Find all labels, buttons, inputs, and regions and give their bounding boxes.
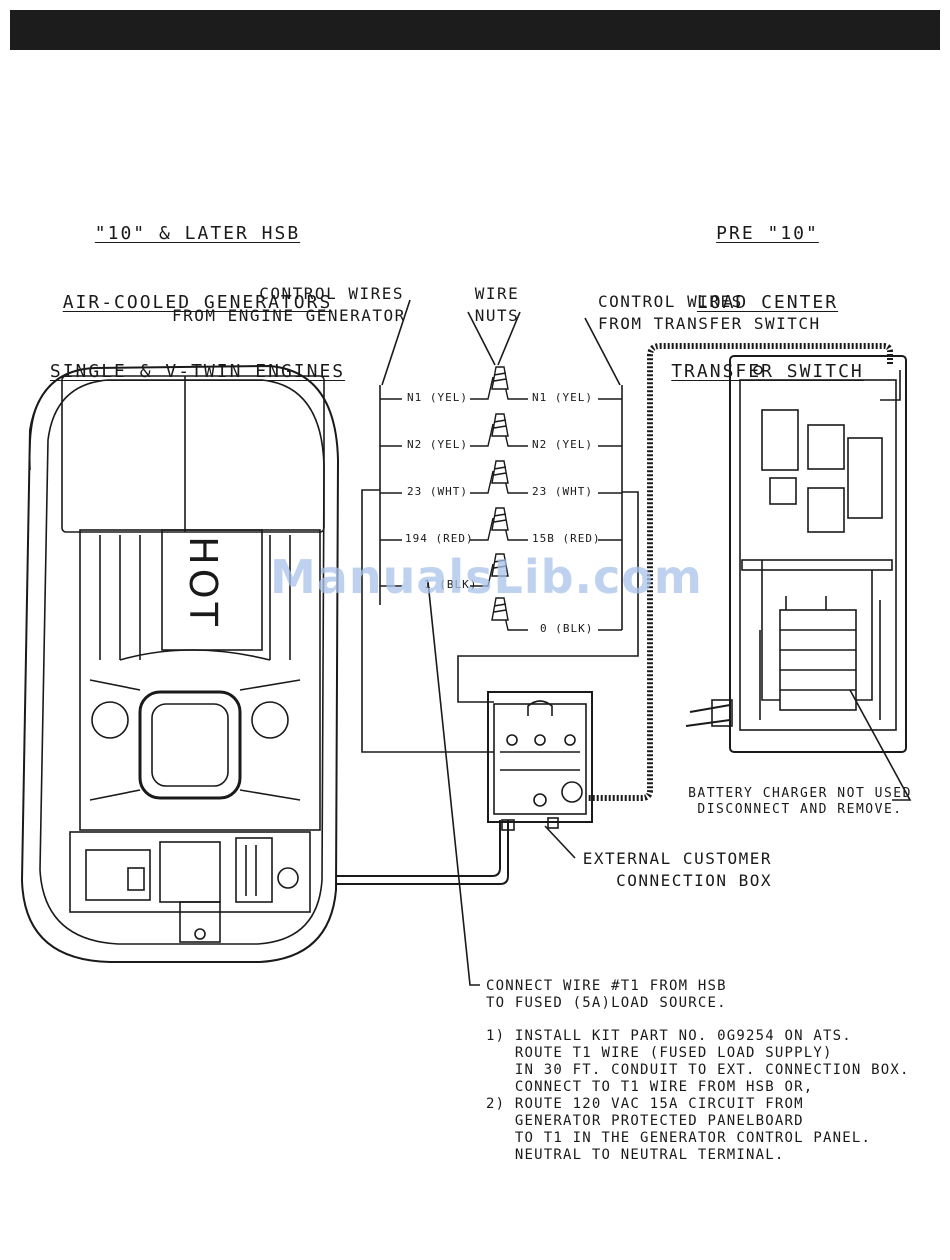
label-control-wires-engine: CONTROL WIRES FROM ENGINE GENERATOR — [172, 284, 406, 325]
label-wire-nuts: WIRE NUTS — [474, 284, 520, 325]
label-battery-charger: BATTERY CHARGER NOT USED DISCONNECT AND … — [688, 786, 912, 817]
wire-label-left: 194 (RED) — [405, 532, 474, 545]
right-title-line-2: LOAD CENTER — [696, 292, 839, 313]
wire-label-left: N2 (YEL) — [407, 438, 468, 451]
wire-nut — [491, 366, 509, 390]
wire-nut — [491, 507, 509, 531]
external-connection-box — [487, 691, 593, 831]
generator-enclosure — [20, 364, 340, 963]
wire-left-line — [380, 470, 494, 494]
left-title-line-1: "10" & LATER HSB — [94, 223, 301, 244]
transfer-switch-cabinet — [729, 355, 907, 753]
wire-left-line — [380, 517, 494, 541]
wire-label-right: 0 (BLK) — [540, 622, 594, 635]
label-external-box: EXTERNAL CUSTOMER CONNECTION BOX — [582, 849, 772, 890]
header-bar — [10, 10, 940, 50]
wire-label-left: N1 (YEL) — [407, 391, 468, 404]
hot-label: HOT — [180, 536, 225, 630]
note-intro: CONNECT WIRE #T1 FROM HSB TO FUSED (5A)L… — [486, 978, 727, 1011]
wire-left-line — [380, 563, 494, 587]
wire-label-right: 15B (RED) — [532, 532, 601, 545]
wire-label-right: N1 (YEL) — [532, 391, 593, 404]
right-title-line-3: TRANSFER SWITCH — [671, 361, 864, 382]
left-title-line-2: AIR-COOLED GENERATORS — [62, 292, 333, 313]
label-control-wires-switch: CONTROL WIRES FROM TRANSFER SWITCH — [598, 292, 821, 333]
wire-label-right: 23 (WHT) — [532, 485, 593, 498]
wire-nut — [491, 460, 509, 484]
note-step-1: 1) INSTALL KIT PART NO. 0G9254 ON ATS. R… — [486, 1028, 910, 1095]
wire-nut — [491, 597, 509, 621]
wire-left-line — [380, 376, 494, 400]
right-title-line-1: PRE "10" — [716, 223, 819, 244]
wire-label-left: 23 (WHT) — [407, 485, 468, 498]
wire-rows — [380, 366, 622, 631]
wire-nut — [491, 553, 509, 577]
right-title: PRE "10" LOAD CENTER TRANSFER SWITCH — [655, 176, 880, 406]
wire-label-right: N2 (YEL) — [532, 438, 593, 451]
wire-left-line — [380, 423, 494, 447]
note-step-2: 2) ROUTE 120 VAC 15A CIRCUIT FROM GENERA… — [486, 1096, 872, 1163]
wire-nut — [491, 413, 509, 437]
wire-label-left: 1 (BLK) — [424, 578, 478, 591]
watermark: ManualsLib.com — [270, 550, 703, 604]
